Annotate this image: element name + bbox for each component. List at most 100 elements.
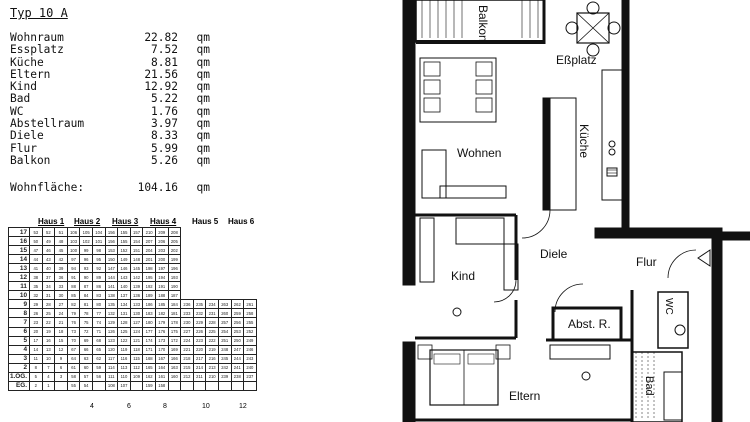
apartment-number: 139 xyxy=(129,281,144,292)
apartment-number: 30 xyxy=(54,290,68,301)
apartment-number: 75 xyxy=(79,317,93,328)
label-wc: WC xyxy=(663,298,674,315)
apartment-number: 249 xyxy=(243,335,257,346)
apartment-number: 85 xyxy=(66,290,81,301)
apartment-number: 74 xyxy=(91,317,106,328)
total-area-row: Wohnfläche: 104.16 qm xyxy=(10,181,210,195)
wall-right xyxy=(711,227,723,422)
apartment-number: 179 xyxy=(154,317,169,328)
apartment-number xyxy=(218,228,231,237)
apartment-number: 10 xyxy=(41,353,56,364)
apartment-number: 154 xyxy=(129,236,144,247)
apartment-number: 98 xyxy=(91,245,106,256)
apartment-number: 193 xyxy=(167,272,182,283)
apartment-number: 11 xyxy=(29,353,43,364)
apartment-number: 187 xyxy=(167,290,182,301)
apartment-number xyxy=(193,291,206,300)
apartment-number: 109 xyxy=(129,371,144,382)
apartment-number: 166 xyxy=(167,353,182,364)
label-kueche: Küche xyxy=(577,124,591,158)
apartment-number: 150 xyxy=(104,254,119,265)
floor-label: 4 xyxy=(8,344,30,355)
apartment-number: 54 xyxy=(79,380,93,391)
apartment-number: 178 xyxy=(167,317,182,328)
apartment-number: 95 xyxy=(91,254,106,265)
wardrobe xyxy=(549,97,577,211)
apartment-number xyxy=(244,246,257,255)
apartment-number: 233 xyxy=(180,308,194,319)
apartment-number: 77 xyxy=(91,308,106,319)
apartment-number: 162 xyxy=(142,371,156,382)
apartment-number: 104 xyxy=(91,226,106,238)
apartment-number: 174 xyxy=(142,335,156,346)
room-area-value: 7.52 xyxy=(151,43,178,57)
floor-plan-drawing: Balkon Eßplatz Wohnen Küche Diele Kind F… xyxy=(402,0,750,422)
axis-number: 12 xyxy=(239,403,247,410)
room-area-unit: qm xyxy=(196,31,210,44)
apartment-number: 101 xyxy=(91,236,106,247)
apartment-number: 111 xyxy=(104,371,119,382)
apartment-number xyxy=(218,246,231,255)
apartment-number xyxy=(54,380,68,391)
room-area-unit: qm xyxy=(196,117,210,131)
apartment-number: 175 xyxy=(167,326,182,337)
apartment-number: 194 xyxy=(154,272,169,283)
apartment-number: 237 xyxy=(243,371,257,382)
apartment-number: 90 xyxy=(79,272,93,283)
apartment-number: 197 xyxy=(154,263,169,274)
apartment-number: 208 xyxy=(167,226,182,238)
apartment-number: 204 xyxy=(142,245,156,256)
apartment-number: 153 xyxy=(104,245,119,256)
apartment-number: 182 xyxy=(154,308,169,319)
apartment-number: 245 xyxy=(217,353,232,364)
apartment-number xyxy=(244,282,257,291)
total-area-label: Wohnfläche: xyxy=(10,181,85,194)
apartment-number: 257 xyxy=(217,317,232,328)
apartment-number: 115 xyxy=(129,353,144,364)
room-area-value: 3.97 xyxy=(151,117,178,131)
apartment-number: 143 xyxy=(117,272,131,283)
apartment-number: 20 xyxy=(29,326,43,337)
apartment-number xyxy=(243,380,257,391)
apartment-number xyxy=(193,228,206,237)
apartment-number xyxy=(231,282,244,291)
apartment-number xyxy=(218,282,231,291)
outer-wall-left xyxy=(402,0,416,286)
floor-label: 10 xyxy=(8,290,30,301)
label-abstellraum: Abst. R. xyxy=(568,317,611,331)
apartment-number: 53 xyxy=(29,226,43,238)
apartment-number: 26 xyxy=(29,308,43,319)
apartment-number xyxy=(244,273,257,282)
apartment-number xyxy=(181,237,194,246)
apartment-number: 124 xyxy=(129,326,144,337)
room-name: Abstellraum xyxy=(10,117,85,131)
apartment-number: 50 xyxy=(29,236,43,247)
apartment-number: 190 xyxy=(167,281,182,292)
apartment-number: 67 xyxy=(66,344,81,355)
apartment-number: 142 xyxy=(129,272,144,283)
apartment-number xyxy=(218,264,231,273)
outer-wall-left-lower xyxy=(402,341,416,422)
room-area-value: 5.99 xyxy=(151,141,178,155)
room-area-unit: qm xyxy=(196,153,210,167)
apartment-number xyxy=(181,255,194,264)
apartment-number: 13 xyxy=(41,344,56,355)
floor-label: 12 xyxy=(8,272,30,283)
label-kind: Kind xyxy=(451,269,475,283)
apartment-number: 31 xyxy=(41,290,56,301)
apartment-number: 232 xyxy=(192,308,207,319)
apartment-number: 231 xyxy=(205,308,219,319)
apartment-number: 23 xyxy=(29,317,43,328)
room-name: Flur xyxy=(10,141,37,155)
floor-label: EG. xyxy=(8,380,30,391)
floor-label: 5 xyxy=(8,335,30,346)
apartment-number: 106 xyxy=(66,226,81,238)
apartment-number: 120 xyxy=(104,344,119,355)
apartment-number: 56 xyxy=(91,371,106,382)
room-area-unit: qm xyxy=(196,80,210,94)
